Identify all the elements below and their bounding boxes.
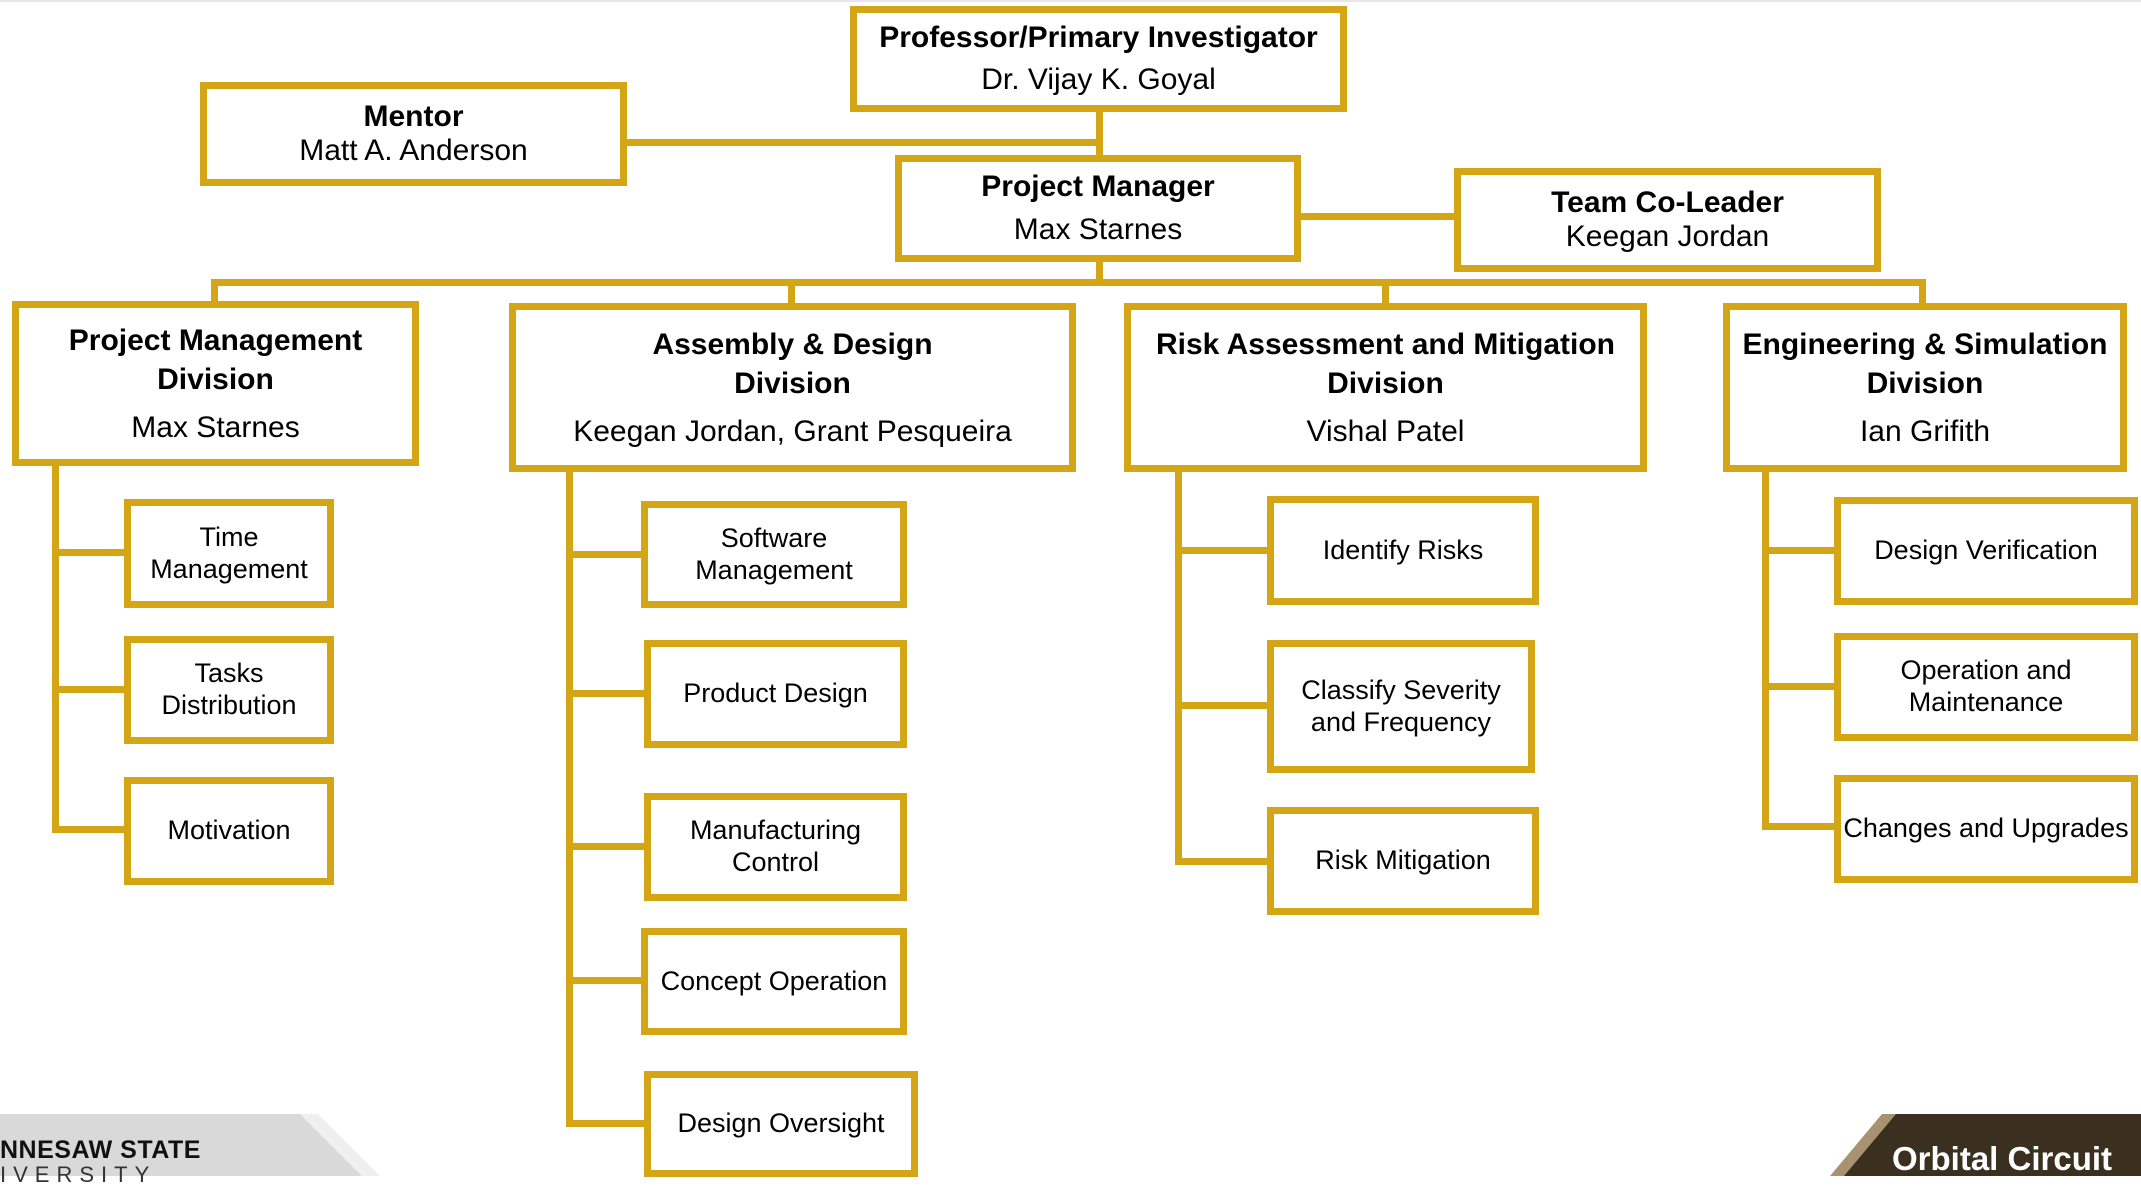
connector (566, 977, 644, 984)
connector (1175, 858, 1270, 865)
manager-box: Project Manager Max Starnes (895, 155, 1301, 262)
task-label: Operation and Maintenance (1900, 655, 2072, 717)
connector (1096, 258, 1103, 284)
task-box: Motivation (124, 777, 334, 885)
task-box: Changes and Upgrades (1834, 775, 2138, 883)
task-box: Time Management (124, 499, 334, 608)
division-lead: Ian Grifith (1859, 415, 1991, 449)
connector (566, 1120, 647, 1127)
mentor-box: Mentor Matt A. Anderson (200, 82, 627, 186)
coleader-name: Keegan Jordan (1565, 220, 1770, 253)
task-label: Risk Mitigation (1315, 845, 1491, 876)
connector (211, 279, 1926, 286)
professor-name: Dr. Vijay K. Goyal (981, 62, 1216, 96)
division-box: Engineering & Simulation Division Ian Gr… (1723, 303, 2127, 472)
connector (1762, 823, 1837, 830)
connector (1175, 702, 1270, 709)
connector (566, 843, 647, 850)
connector (52, 826, 127, 833)
footer-left-band (0, 1114, 380, 1176)
mentor-name: Matt A. Anderson (299, 134, 528, 167)
division-box: Project Management Division Max Starnes (12, 301, 419, 466)
task-box: Product Design (644, 640, 907, 748)
connector (1762, 468, 1769, 830)
task-box: Tasks Distribution (124, 636, 334, 744)
footer-right-band (1830, 1114, 2141, 1176)
task-box: Manufacturing Control (644, 793, 907, 901)
connector (1175, 468, 1182, 865)
division-title: Engineering & Simulation Division (1742, 328, 2108, 401)
task-label: Identify Risks (1322, 534, 1484, 565)
division-box: Assembly & Design Division Keegan Jordan… (509, 303, 1076, 472)
manager-name: Max Starnes (1013, 212, 1183, 246)
task-box: Identify Risks (1267, 496, 1539, 605)
university-logo-text: NNESAW STATE (0, 1136, 201, 1164)
connector (1382, 279, 1389, 305)
task-label: Design Verification (1874, 535, 2098, 566)
division-lead: Max Starnes (131, 411, 300, 445)
connector (1762, 683, 1837, 690)
connector (1762, 547, 1837, 554)
top-border (0, 0, 2141, 2)
division-title: Assembly & Design Division (652, 328, 933, 401)
task-box: Concept Operation (641, 928, 907, 1035)
connector (566, 551, 644, 558)
division-lead: Keegan Jordan, Grant Pesqueira (573, 415, 1012, 449)
connector (1919, 279, 1926, 305)
task-box: Classify Severity and Frequency (1267, 640, 1535, 773)
brand-name: Orbital Circuit (1892, 1140, 2113, 1177)
coleader-title: Team Co-Leader (1551, 185, 1784, 219)
connector (211, 279, 218, 303)
university-logo-subtext: IVERSITY (0, 1162, 157, 1187)
connector (620, 139, 1103, 146)
connector (52, 686, 127, 693)
connector (52, 462, 59, 833)
professor-title: Professor/Primary Investigator (879, 20, 1318, 54)
task-label: Tasks Distribution (161, 658, 297, 720)
task-label: Manufacturing Control (689, 815, 862, 877)
division-box: Risk Assessment and Mitigation Division … (1124, 303, 1647, 472)
task-label: Classify Severity and Frequency (1301, 674, 1501, 737)
task-label: Software Management (695, 522, 853, 585)
task-box: Operation and Maintenance (1834, 633, 2138, 741)
task-label: Changes and Upgrades (1843, 813, 2129, 844)
connector (1175, 547, 1270, 554)
division-lead: Vishal Patel (1306, 415, 1465, 449)
task-label: Product Design (683, 678, 868, 709)
task-box: Software Management (641, 501, 907, 608)
professor-box: Professor/Primary Investigator Dr. Vijay… (850, 6, 1347, 112)
division-title: Project Management Division (68, 324, 363, 397)
task-box: Design Verification (1834, 497, 2138, 605)
task-label: Concept Operation (660, 965, 888, 996)
task-box: Risk Mitigation (1267, 807, 1539, 915)
manager-title: Project Manager (981, 170, 1215, 203)
connector (788, 279, 795, 305)
mentor-title: Mentor (363, 99, 464, 133)
connector (566, 468, 573, 1127)
division-title: Risk Assessment and Mitigation Division (1156, 328, 1615, 401)
task-label: Motivation (167, 815, 291, 846)
task-label: Time Management (150, 521, 308, 584)
task-box: Design Oversight (644, 1071, 918, 1177)
connector (1294, 213, 1458, 220)
connector (1096, 106, 1103, 160)
connector (52, 549, 127, 556)
coleader-box: Team Co-Leader Keegan Jordan (1454, 168, 1881, 272)
connector (566, 690, 647, 697)
task-label: Design Oversight (677, 1108, 885, 1139)
